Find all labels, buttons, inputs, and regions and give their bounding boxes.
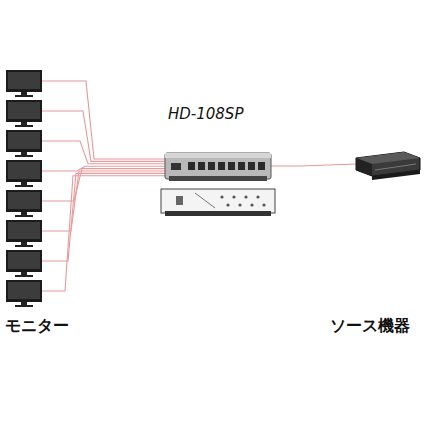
monitor-icon (6, 100, 42, 127)
monitor-icon (6, 220, 42, 247)
hdmi-cable (271, 164, 356, 166)
port (188, 162, 195, 170)
splitter-device: HD-108SP (158, 104, 280, 220)
port (258, 162, 265, 170)
monitor-icon (6, 250, 42, 277)
monitor-icon (6, 160, 42, 187)
port (220, 195, 223, 198)
port (238, 203, 241, 206)
monitor-column (6, 70, 42, 307)
splitter-front (165, 153, 271, 181)
monitor-icon (6, 130, 42, 157)
port (248, 162, 255, 170)
hdmi-cables (42, 81, 356, 291)
monitor-label: モニター (5, 316, 69, 337)
port (228, 162, 235, 170)
hdmi-cable (42, 81, 165, 159)
source-label: ソース機器 (330, 316, 410, 337)
port (262, 203, 265, 206)
splitter-back (161, 189, 275, 216)
port (208, 162, 215, 170)
hdmi-cable (42, 171, 165, 231)
monitor-icon (6, 190, 42, 217)
monitor-icon (6, 70, 42, 97)
port (238, 162, 245, 170)
hdmi-cable (42, 176, 165, 291)
port (232, 195, 235, 198)
port (250, 203, 253, 206)
port (256, 195, 259, 198)
model-name: HD-108SP (168, 105, 243, 123)
hdmi-cable (42, 111, 165, 161)
monitor-icon (6, 280, 42, 307)
hdmi-cable (42, 173, 165, 261)
port (198, 162, 205, 170)
hdmi-cable (42, 141, 165, 164)
source-console (356, 152, 420, 180)
port (244, 195, 247, 198)
port (218, 162, 225, 170)
port (226, 203, 229, 206)
